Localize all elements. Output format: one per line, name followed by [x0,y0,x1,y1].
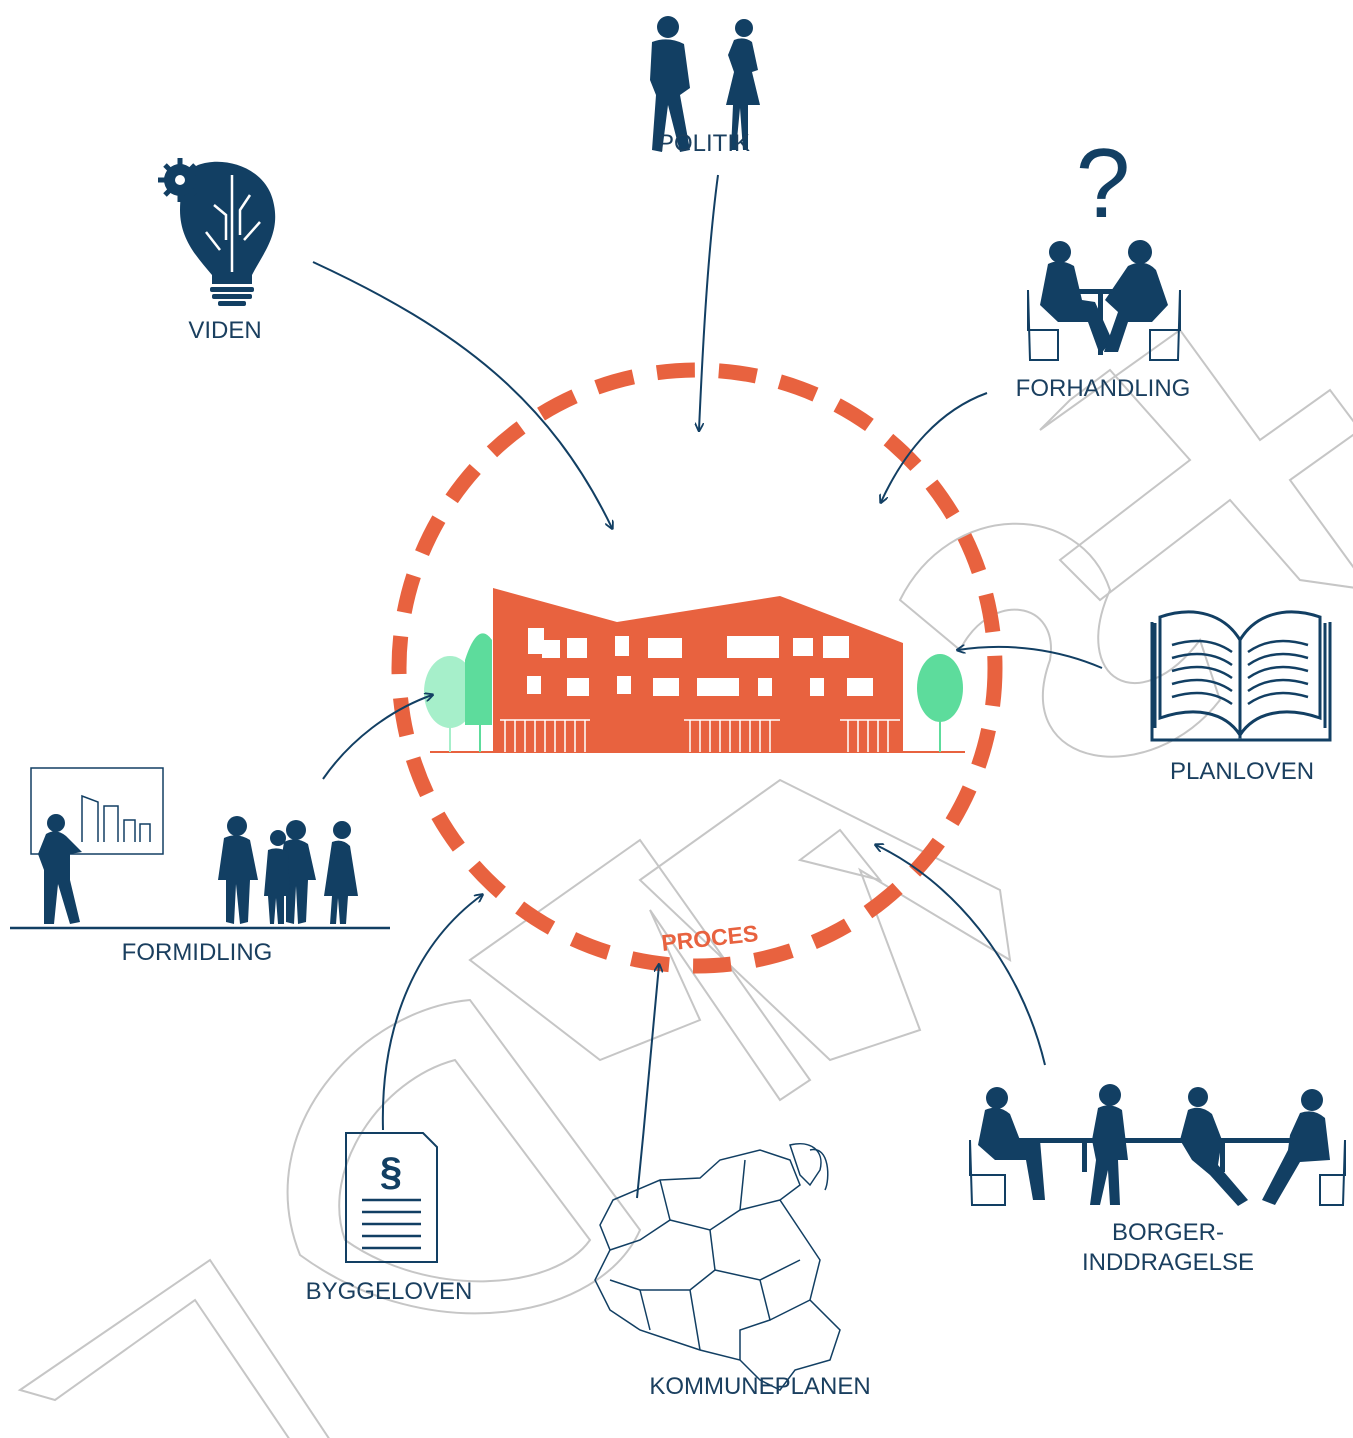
label-forhandling: FORHANDLING [1015,375,1191,402]
label-borger-line1: BORGER- [1111,1219,1224,1246]
proces-label: PROCES [660,920,759,956]
two-people-standing-icon [650,16,760,152]
arrow-viden [312,261,612,528]
label-viden: VIDEN [188,317,262,344]
label-politik: POLITIK [657,130,751,157]
label-formidling: FORMIDLING [121,939,273,966]
citizen-meeting-icon [969,1084,1346,1206]
arrow-politik [699,174,719,430]
arrow-forhandling [881,392,988,502]
label-byggeloven: BYGGELOVEN [305,1278,473,1305]
law-document-icon: § [345,1132,438,1263]
open-book-icon [1150,610,1332,742]
arrow-kommuneplanen [636,965,659,1199]
arrows [312,174,1103,1199]
label-borger-line2: INDDRAGELSE [1081,1249,1255,1276]
arrow-borger [876,845,1046,1066]
arrow-byggeloven [381,895,482,1131]
svg-text:§: § [380,1150,402,1194]
svg-text:?: ? [1076,128,1131,238]
label-planloven: PLANLOVEN [1169,758,1315,785]
presentation-audience-icon [10,767,390,930]
process-circle [391,362,1003,974]
arrow-planloven [958,647,1103,669]
municipality-map-icon [594,1143,841,1391]
brain-lightbulb-icon [158,158,276,306]
building-illustration [424,588,965,753]
watermark [17,328,1353,1438]
negotiation-table-icon: ? [1027,128,1181,361]
arrow-formidling [322,695,432,780]
label-kommuneplanen: KOMMUNEPLANEN [649,1373,871,1400]
